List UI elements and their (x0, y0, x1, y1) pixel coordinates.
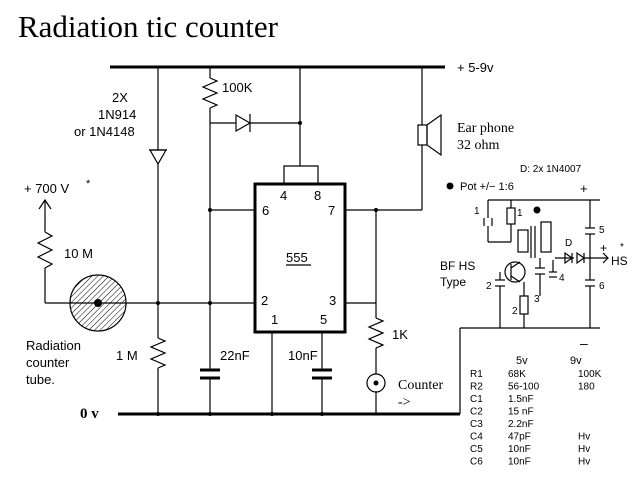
table-cell: C4 (470, 432, 483, 443)
table-cell: C2 (470, 407, 483, 418)
hv-c6-num: 6 (599, 281, 605, 292)
pin-6: 6 (262, 203, 269, 218)
counter-label-line2: -> (398, 395, 411, 410)
hv-c4-num: 4 (559, 273, 565, 284)
earphone-label-line2: 32 ohm (457, 138, 500, 153)
counter-label-line1: Counter (398, 378, 443, 393)
title: Radiation tic counter (18, 9, 279, 44)
table-cell: R1 (470, 369, 483, 380)
parts-table: 5v 9v (516, 355, 582, 367)
table-cell: Hv (578, 457, 590, 468)
hv-transformer-secondary (540, 221, 552, 253)
diode-label-line1: 2X (112, 90, 128, 105)
hv-c5-num: 5 (599, 225, 605, 236)
hv-d-label: D (565, 238, 572, 249)
pin-7: 7 (328, 203, 335, 218)
tube-label-line3: tube. (26, 372, 55, 387)
hv-diodes-note: D: 2x 1N4007 (520, 164, 582, 175)
table-cell: 180 (578, 382, 595, 393)
table-cell: 100K (578, 369, 602, 380)
diode-label-line2: 1N914 (98, 107, 136, 122)
hv-minus: – (580, 335, 588, 351)
earphone (417, 113, 442, 157)
transistor-label-line2: Type (440, 275, 466, 289)
pin-5: 5 (320, 312, 327, 327)
pin-3: 3 (329, 293, 336, 308)
ic-555: 555 1 2 3 4 5 6 7 8 (253, 165, 347, 334)
earphone-label-line1: Ear phone (457, 121, 514, 136)
table-header-9v: 9v (570, 355, 582, 367)
ground-label: 0 v (80, 406, 99, 422)
hv-star: * (86, 178, 91, 190)
table-cell: R2 (470, 382, 483, 393)
hv-transformer-primary (517, 229, 529, 253)
table-cell: 47pF (508, 432, 531, 443)
hv-out-star: * (620, 242, 624, 253)
supply-label: + 5-9v (457, 60, 494, 75)
resistor-1k (367, 317, 385, 349)
hv-out-plus: + (600, 241, 607, 255)
pin-2: 2 (261, 293, 268, 308)
hv-plus: + (580, 181, 588, 196)
hv-module: D: 2x 1N4007 Pot +/− 1:6 + 1 1 D + HS * (440, 164, 628, 414)
hv-c1-num: 1 (474, 206, 480, 217)
table-cell: 2.2nF (508, 419, 534, 430)
hv-r2-num: 2 (512, 306, 518, 317)
pot-label: Pot +/− 1:6 (460, 181, 514, 193)
pin-8: 8 (314, 188, 321, 203)
transistor-label-line1: BF HS (440, 259, 475, 273)
diode-symbol (148, 149, 168, 166)
r1m-label: 1 M (116, 348, 138, 363)
hv-out-label: HS (611, 254, 628, 268)
table-cell: C6 (470, 457, 483, 468)
diode-label-line3: or 1N4148 (74, 124, 135, 139)
geiger-anode (94, 299, 102, 307)
hv-r1 (506, 207, 516, 225)
resistor-1m (149, 337, 167, 369)
c10-label: 10nF (288, 348, 318, 363)
c22-label: 22nF (220, 348, 250, 363)
capacitor-10nf (312, 332, 332, 414)
diode-column (148, 67, 168, 414)
hv-c3-num: 3 (534, 294, 540, 305)
r1k-label: 1K (392, 327, 408, 342)
table-cell: Hv (578, 432, 590, 443)
table-cell: C3 (470, 419, 483, 430)
table-cell: 56-100 (508, 382, 540, 393)
hv-label: + 700 V (24, 181, 70, 196)
ic-name: 555 (286, 250, 308, 265)
pin-4: 4 (280, 188, 287, 203)
table-cell: 1.5nF (508, 394, 534, 405)
r10m-label: 10 M (64, 246, 93, 261)
pot-dot (446, 182, 454, 190)
tube-label-line2: counter (26, 355, 70, 370)
table-cell: 10nF (508, 457, 531, 468)
table-cell: C1 (470, 394, 483, 405)
hv-r2 (519, 295, 529, 315)
tube-label-line1: Radiation (26, 338, 81, 353)
hv-r1-num: 1 (517, 208, 523, 219)
capacitor-22nf (200, 368, 220, 414)
pin-1: 1 (271, 312, 278, 327)
r100k-label: 100K (222, 80, 253, 95)
diode-symbol-2 (235, 113, 252, 133)
output-stage (345, 210, 386, 414)
r100k-column (201, 67, 301, 370)
table-cell: Hv (578, 444, 590, 455)
resistor-10m (36, 231, 54, 269)
table-cell: 10nF (508, 444, 531, 455)
hv-c2-num: 2 (486, 281, 492, 292)
table-cell: 68K (508, 369, 526, 380)
table-header-5v: 5v (516, 355, 528, 367)
table-cell: C5 (470, 444, 483, 455)
hv-transistor (504, 261, 526, 283)
resistor-100k (201, 77, 219, 109)
junctions (156, 121, 378, 416)
table-cell: 15 nF (508, 407, 534, 418)
